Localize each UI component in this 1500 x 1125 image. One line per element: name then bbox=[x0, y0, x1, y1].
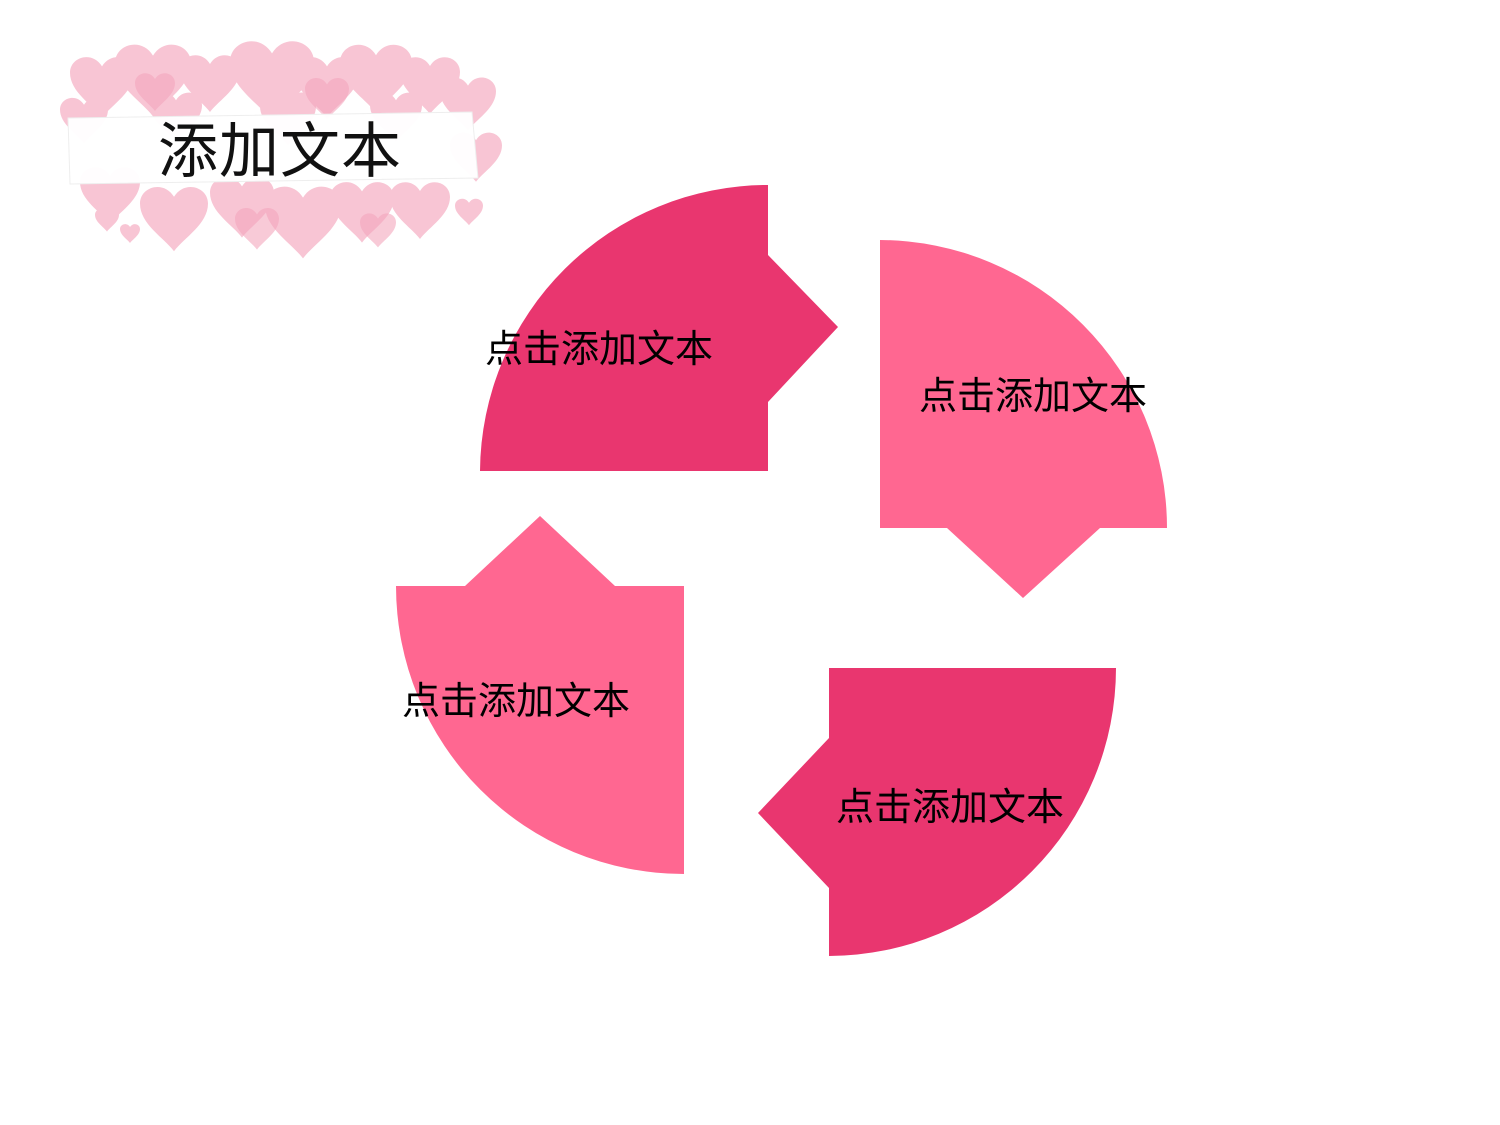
cycle-segment-4[interactable] bbox=[396, 516, 684, 874]
hearts-decoration bbox=[60, 41, 502, 259]
page-title: 添加文本 bbox=[158, 117, 402, 187]
cycle-segment-2-label: 点击添加文本 bbox=[919, 374, 1148, 418]
cycle-segment-3[interactable] bbox=[758, 668, 1116, 956]
cycle-segment-1-label: 点击添加文本 bbox=[485, 327, 714, 371]
cycle-segment-3-label: 点击添加文本 bbox=[836, 785, 1065, 829]
cycle-segment-4-label: 点击添加文本 bbox=[402, 679, 631, 723]
title-banner: 添加文本 bbox=[40, 40, 510, 270]
cycle-segment-1[interactable] bbox=[480, 185, 838, 471]
cycle-segment-2[interactable] bbox=[880, 240, 1167, 598]
